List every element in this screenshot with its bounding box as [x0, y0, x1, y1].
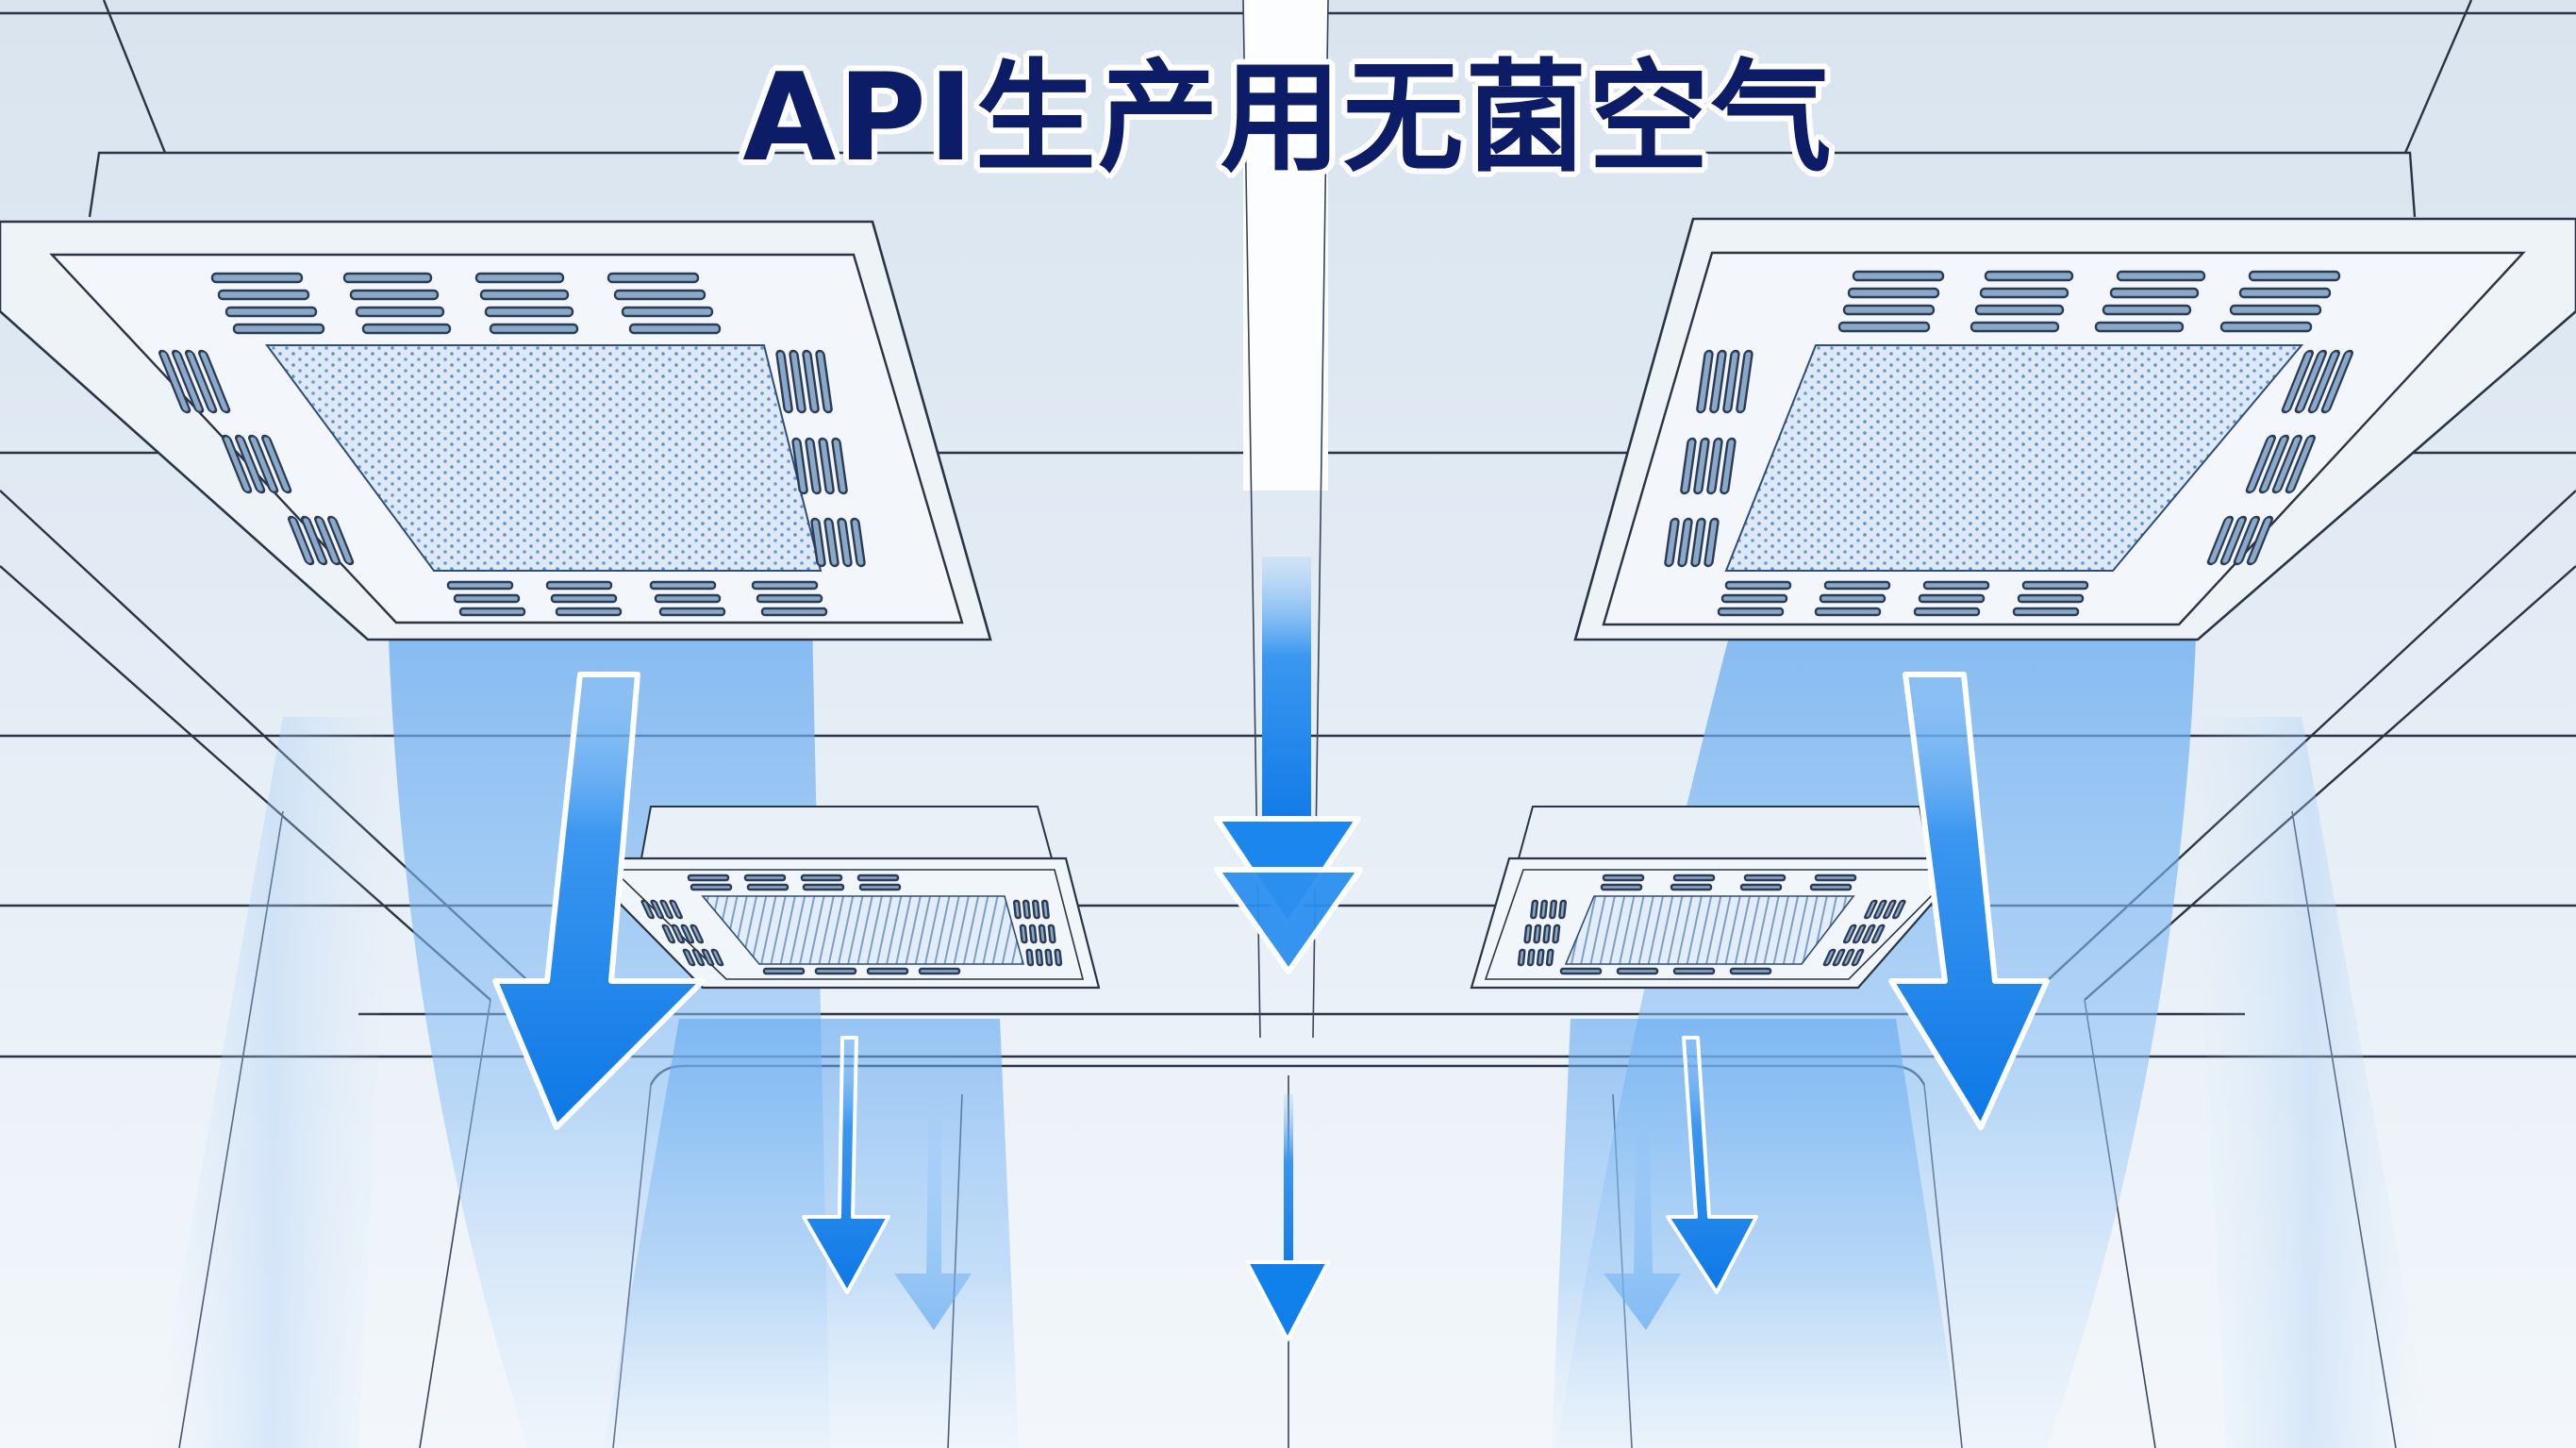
arrow-down-icon — [802, 1036, 972, 1330]
hepa-diffuser-lower-right — [1470, 806, 1974, 990]
hepa-diffuser-top-right — [1573, 217, 2576, 641]
arrow-down-icon — [1604, 1036, 1758, 1330]
arrow-down-icon — [492, 672, 706, 1130]
arrow-down-icon — [1888, 672, 2050, 1130]
airflow-arrows — [492, 557, 2050, 1341]
arrow-down-icon — [1214, 557, 1363, 974]
hepa-diffuser-lower-left — [573, 806, 1101, 990]
page-title: API生产用无菌空气 — [742, 48, 1834, 189]
hepa-diffuser-top-left — [0, 220, 992, 641]
arrow-down-icon — [1245, 1094, 1330, 1341]
